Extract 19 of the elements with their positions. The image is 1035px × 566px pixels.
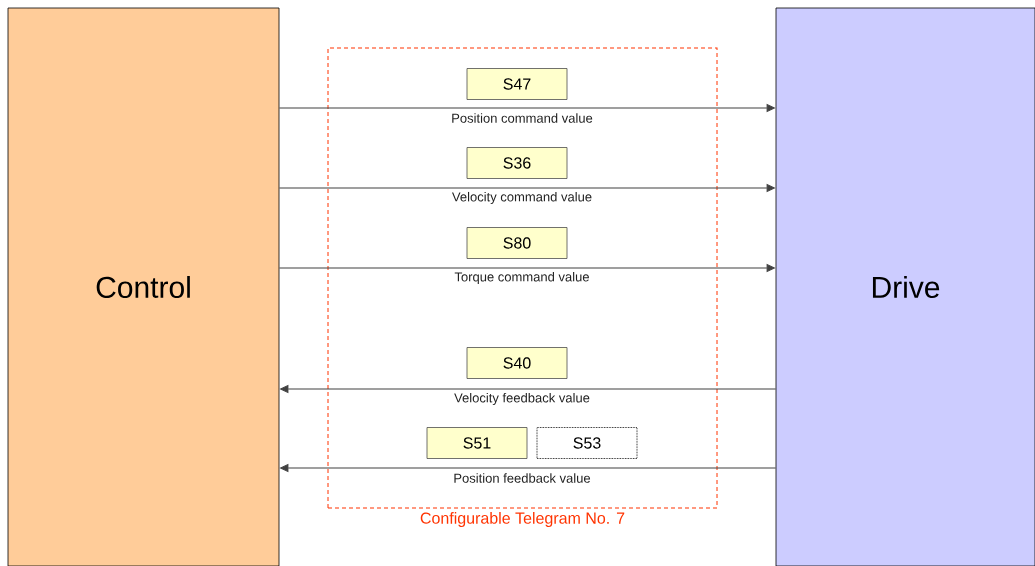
frame-caption: Configurable Telegram No. 7: [420, 512, 625, 527]
control-block: Control: [7, 7, 280, 566]
register-box: S47: [466, 68, 568, 100]
edge-label: Velocity feedback value: [454, 392, 590, 406]
arrow: [278, 104, 775, 112]
optional-register-box: S53: [536, 427, 638, 459]
arrow: [280, 385, 777, 393]
edge-label: Torque command value: [454, 271, 589, 285]
arrow: [278, 264, 775, 272]
drive-block: Drive: [775, 7, 1035, 566]
register-box: S80: [466, 227, 568, 259]
edge-label: Position command value: [452, 113, 593, 123]
arrow: [280, 464, 777, 472]
arrow: [278, 184, 775, 192]
register-box: S51: [426, 427, 528, 459]
edge-label: Velocity command value: [452, 191, 592, 205]
register-box: S40: [466, 347, 568, 379]
edge-label: Position feedback value: [454, 473, 591, 483]
register-box: S36: [466, 147, 568, 179]
